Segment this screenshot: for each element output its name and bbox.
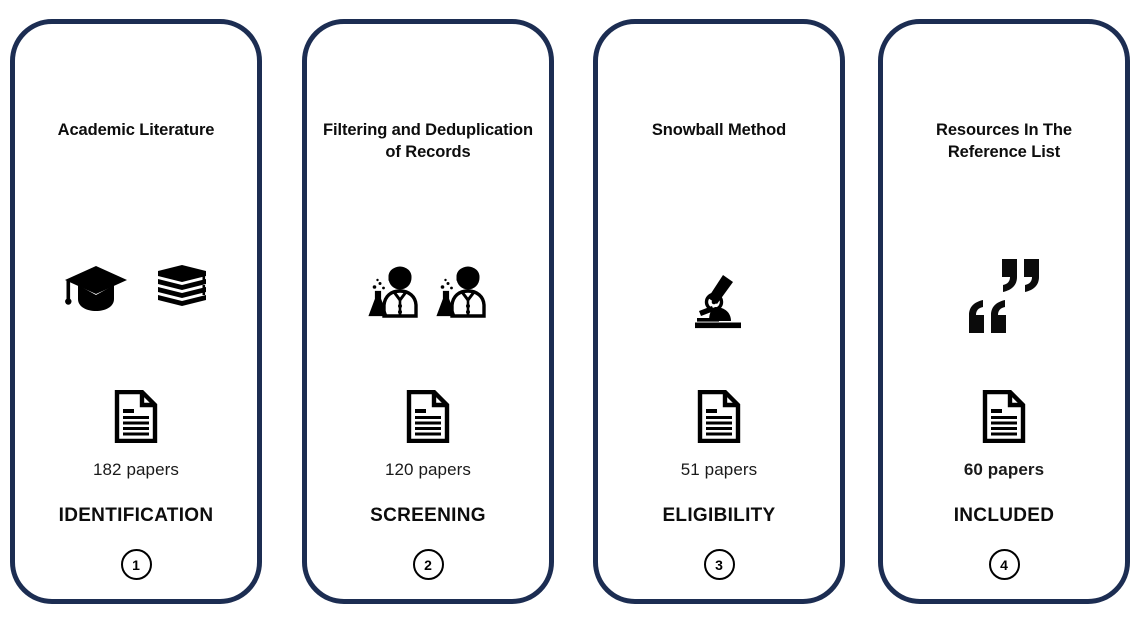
book-stack-icon bbox=[155, 263, 209, 315]
stage-title: Resources In The Reference List bbox=[936, 121, 1072, 161]
document-icon bbox=[982, 389, 1026, 448]
document-icon bbox=[406, 389, 450, 448]
step-number-badge: 4 bbox=[988, 549, 1020, 580]
stage-icons bbox=[307, 242, 549, 342]
stage-title: Snowball Method bbox=[651, 121, 787, 139]
stage-icons bbox=[598, 252, 840, 352]
step-number-badge: 3 bbox=[703, 549, 735, 580]
stage-title: Filtering and Deduplication of Records bbox=[323, 121, 533, 161]
stage-summary: 120 papers SCREENING 2 bbox=[307, 389, 549, 580]
step-number-badge: 2 bbox=[412, 549, 444, 580]
stage-card-eligibility[interactable]: Snowball Method bbox=[593, 19, 845, 604]
stage-card-identification[interactable]: Academic Literature bbox=[10, 19, 262, 604]
stage-card-screening[interactable]: Filtering and Deduplication of Records bbox=[302, 19, 554, 604]
paper-count: 51 papers bbox=[680, 460, 758, 479]
stage-label: INCLUDED bbox=[953, 505, 1055, 526]
paper-count: 120 papers bbox=[384, 460, 472, 479]
scientist-icon bbox=[367, 266, 421, 318]
paper-count: 60 papers bbox=[963, 460, 1045, 479]
stage-card-included[interactable]: Resources In The Reference List bbox=[878, 19, 1130, 604]
scientist-icon bbox=[435, 266, 489, 318]
stage-label: ELIGIBILITY bbox=[662, 505, 776, 526]
document-icon bbox=[697, 389, 741, 448]
quotation-marks-icon bbox=[962, 255, 1046, 333]
step-number-badge: 1 bbox=[120, 549, 152, 580]
stage-summary: 60 papers INCLUDED 4 bbox=[883, 389, 1125, 580]
graduation-cap-icon bbox=[63, 263, 129, 315]
stage-title: Academic Literature bbox=[57, 121, 215, 139]
stage-label: SCREENING bbox=[370, 505, 486, 526]
stage-summary: 182 papers IDENTIFICATION 1 bbox=[15, 389, 257, 580]
paper-count: 182 papers bbox=[92, 460, 180, 479]
stage-summary: 51 papers ELIGIBILITY 3 bbox=[598, 389, 840, 580]
stage-label: IDENTIFICATION bbox=[58, 505, 214, 526]
stage-icons bbox=[883, 244, 1125, 344]
document-icon bbox=[114, 389, 158, 448]
stage-icons bbox=[15, 239, 257, 339]
microscope-icon bbox=[693, 273, 745, 331]
